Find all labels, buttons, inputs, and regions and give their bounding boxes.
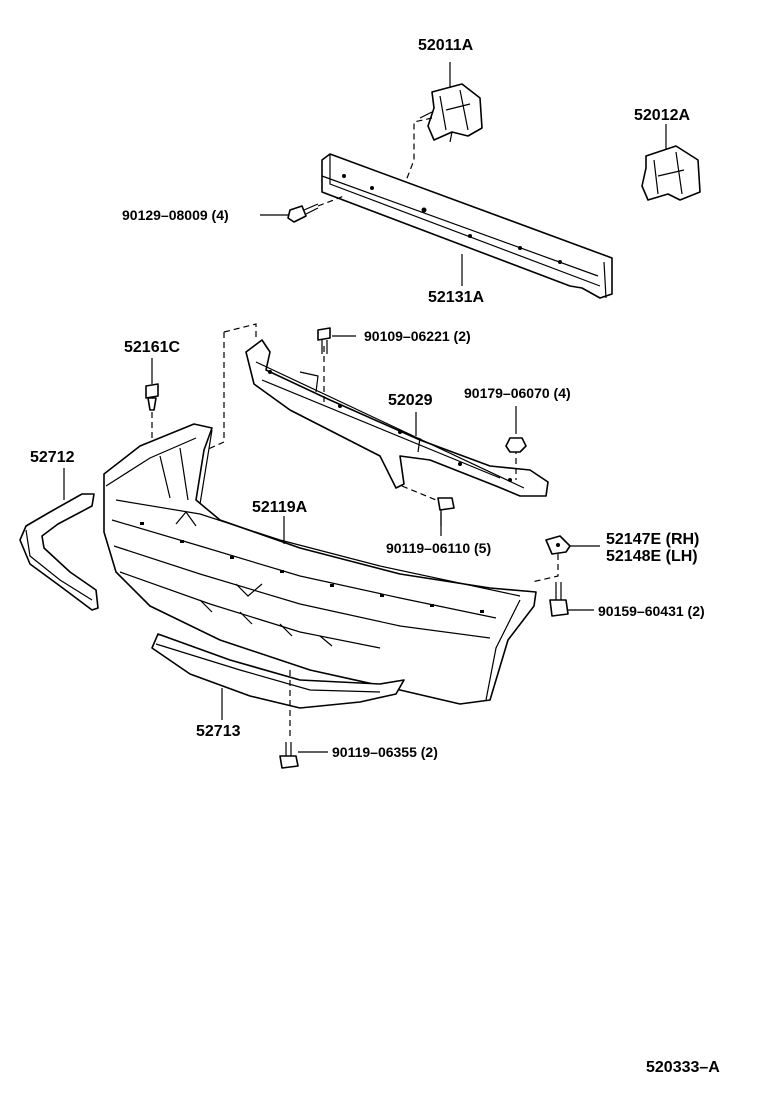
label-52147e: 52147E (RH) [606,531,699,548]
nut-90179-06070-drawing [505,406,527,453]
clip-52161c-drawing [145,358,159,454]
diagram-id: 520333–A [646,1059,720,1076]
bumper-cover-52119a-drawing [103,423,537,705]
label-52161c: 52161C [124,339,180,356]
bolt-90119-06355-drawing [279,742,328,769]
label-52713: 52713 [196,723,241,740]
label-52011a: 52011A [418,37,474,54]
label-52712: 52712 [30,449,75,466]
label-90129-08009: 90129–08009 (4) [122,207,229,223]
bolt-90119-06110-drawing [437,497,455,536]
label-52119a: 52119A [252,499,308,516]
label-52012a: 52012A [634,107,690,124]
bolt-90109-06221-drawing [317,327,356,354]
reinforcement-52131a-drawing [321,153,613,299]
label-52131a: 52131A [428,289,484,306]
label-90179-06070: 90179–06070 (4) [464,385,571,401]
label-90109-06221: 90109–06221 (2) [364,328,471,344]
bracket-52012a-drawing [641,124,701,201]
bolt-90159-60431-drawing [549,582,594,617]
label-90159-60431: 90159–60431 (2) [598,603,705,619]
routing-line [205,323,257,451]
bracket-52011a-drawing [403,62,483,187]
molding-52712-drawing [19,468,99,611]
spoiler-52713-drawing [151,633,405,740]
support-52029-drawing [245,339,549,501]
label-90119-06355: 90119–06355 (2) [332,744,438,760]
label-52148e: 52148E (LH) [606,548,698,565]
label-90119-06110: 90119–06110 (5) [386,540,491,556]
label-52029: 52029 [388,392,433,409]
bracket-52147e-drawing [531,535,600,583]
bolt-90129-08009-drawing [260,195,345,223]
